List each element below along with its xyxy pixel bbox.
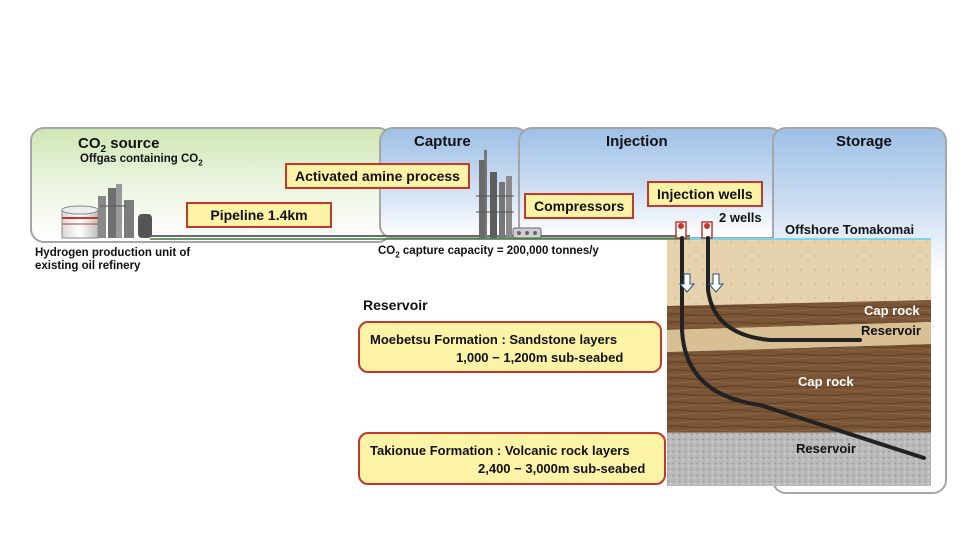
two-wells-label: 2 wells [719, 210, 762, 225]
down-arrow-icon [678, 273, 725, 293]
activated-amine-label: Activated amine process [285, 163, 470, 189]
takionue-formation-box: Takionue Formation : Volcanic rock layer… [358, 432, 666, 485]
injection-well-paths [680, 236, 926, 460]
moebetsu-formation-name: Moebetsu Formation : Sandstone layers [370, 332, 618, 347]
moebetsu-formation-box: Moebetsu Formation : Sandstone layers 1,… [358, 321, 662, 373]
cap-rock-label-lower: Cap rock [798, 374, 854, 389]
compressors-label: Compressors [524, 193, 635, 219]
moebetsu-formation-depth: 1,000 − 1,200m sub-seabed [456, 350, 624, 365]
capture-title: Capture [414, 133, 471, 150]
hydrogen-unit-label-line1: Hydrogen production unit of [35, 247, 191, 259]
geological-section [667, 240, 931, 486]
pipeline [150, 235, 690, 240]
wellhead-icon [675, 221, 713, 239]
refinery-illustration [61, 184, 152, 239]
injection-wells-label: Injection wells [647, 181, 763, 207]
storage-title: Storage [836, 133, 892, 150]
compressors-illustration [512, 227, 542, 239]
cap-rock-label-upper: Cap rock [864, 303, 920, 318]
takionue-formation-name: Takionue Formation : Volcanic rock layer… [370, 443, 630, 458]
hydrogen-unit-label-line2: existing oil refinery [35, 260, 141, 272]
co2-source-title: CO2 source [78, 135, 160, 155]
injection-title: Injection [606, 133, 668, 150]
co2-source-subtitle: Offgas containing CO2 [80, 153, 203, 168]
reservoir-label-lower: Reservoir [796, 441, 856, 456]
reservoir-heading: Reservoir [363, 297, 428, 313]
capture-plant-illustration [476, 150, 514, 238]
offshore-label: Offshore Tomakomai [785, 222, 915, 237]
takionue-formation-depth: 2,400 − 3,000m sub-seabed [478, 461, 646, 476]
reservoir-label-upper: Reservoir [861, 323, 921, 338]
pipeline-label: Pipeline 1.4km [186, 202, 332, 228]
capture-capacity-label: CO2 capture capacity = 200,000 tonnes/y [378, 245, 599, 260]
